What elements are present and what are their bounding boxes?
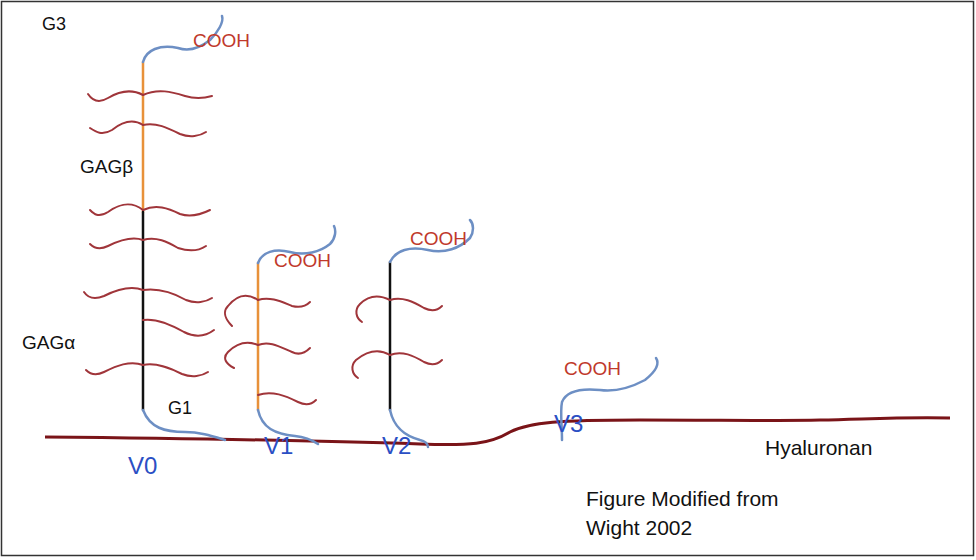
domain-label: GAGα: [22, 332, 75, 354]
gag-alpha-domain: [389, 262, 392, 410]
domain-label: G1: [168, 398, 192, 419]
terminus-label: COOH: [193, 30, 250, 52]
gag-chains: [84, 91, 442, 404]
source-note: Figure Modified from Wight 2002: [586, 484, 816, 543]
g3-domain: [390, 220, 473, 262]
terminus-label: COOH: [410, 228, 467, 250]
gag-beta-domain: [142, 62, 145, 212]
gag-alpha-domain: [142, 212, 145, 410]
gag-beta-domain: [257, 263, 260, 410]
isoform-label: V3: [554, 410, 583, 438]
domain-label: GAGβ: [80, 156, 133, 178]
terminus-label: COOH: [564, 358, 621, 380]
isoform-label: V2: [382, 432, 411, 460]
domain-label: G3: [42, 14, 66, 35]
isoform-label: V0: [128, 452, 157, 480]
isoform-label: V1: [264, 432, 293, 460]
molecule-label: Hyaluronan: [765, 436, 872, 460]
terminus-label: COOH: [274, 250, 331, 272]
